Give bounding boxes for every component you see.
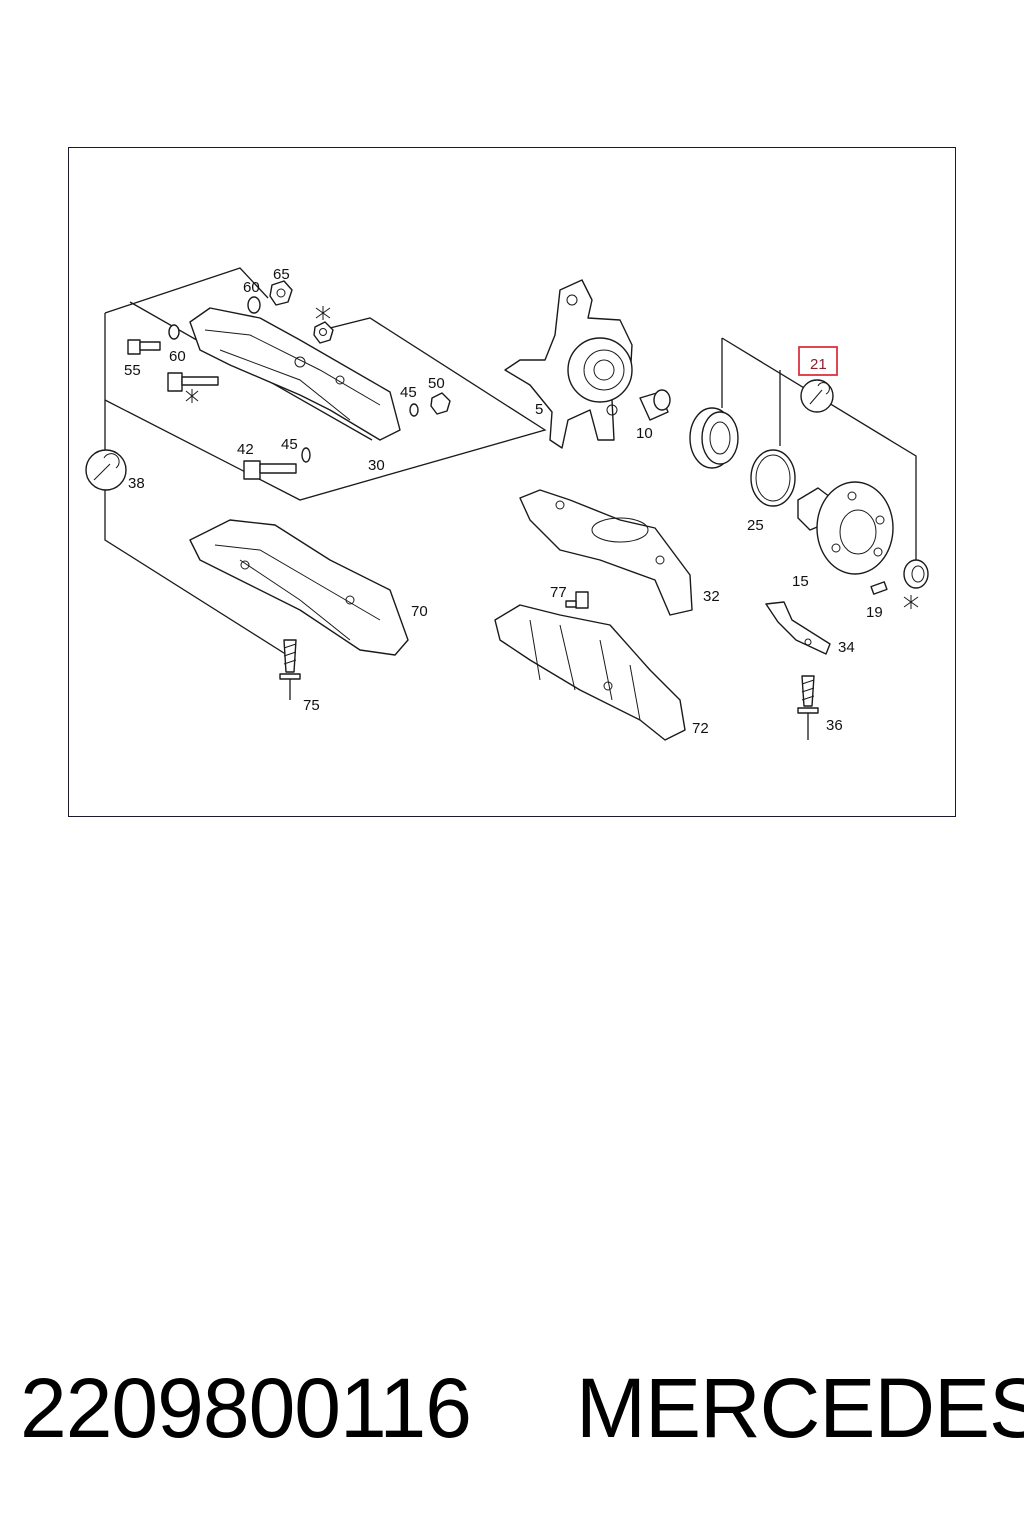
callout-5: 5 [535,401,543,418]
wheel-bearing [689,407,739,469]
wheel-hub-15 [797,481,894,575]
bolt-42 [243,447,311,480]
washer-60-top [247,296,261,314]
callout-60: 60 [169,348,186,365]
callout-45: 45 [400,384,417,401]
callout-70: 70 [411,603,428,620]
wheel-carrier-5 [504,279,633,449]
callout-labels: 65 60 60 55 45 50 42 45 30 38 5 10 21 25… [124,266,883,737]
nut-upper [313,321,334,344]
callout-42: 42 [237,441,254,458]
callout-72: 72 [692,720,709,737]
highlight-box-21 [798,346,838,376]
washer-60 [168,324,180,340]
callout-32: 32 [703,588,720,605]
callout-10: 10 [636,425,653,442]
screw-75 [279,639,301,700]
callout-55: 55 [124,362,141,379]
callout-19: 19 [866,604,883,621]
callout-25: 25 [747,517,764,534]
callout-45-lower: 45 [281,436,298,453]
callout-60-top: 60 [243,279,260,296]
callout-15: 15 [792,573,809,590]
hub-nut [903,559,929,589]
brand-name: MERCEDES [576,1361,1024,1455]
wrench-icon-21 [800,379,834,413]
right-group-outline [721,337,917,560]
underbody-cover-72 [494,604,686,741]
bracket-34 [765,601,831,655]
part-number: 2209800116 [20,1361,472,1455]
callout-65: 65 [273,266,290,283]
screw-36 [797,675,819,740]
pin-19 [870,581,888,595]
callout-34: 34 [838,639,855,656]
rear-axle-carrier-30 [189,307,401,441]
callout-77: 77 [550,584,567,601]
snap-ring-25 [750,449,796,507]
nut-50 [430,392,451,415]
callout-75: 75 [303,697,320,714]
callout-30: 30 [368,457,385,474]
long-bolt [167,372,219,392]
side-member-70 [189,519,409,656]
nut-65 [269,280,293,306]
footer: 2209800116 MERCEDES [20,1360,1024,1470]
bushing-10 [639,389,671,421]
callout-50: 50 [428,375,445,392]
callout-21: 21 [810,356,827,373]
bolt-77 [565,591,589,609]
control-arm-32 [519,489,693,616]
bolt-55 [127,339,161,355]
wrench-icon [85,449,127,491]
callout-38: 38 [128,475,145,492]
exploded-parts-diagram: 65 60 60 55 45 50 42 45 30 38 5 10 21 25… [85,266,929,741]
cross-symbol-icon [185,306,919,609]
washer-45 [409,403,419,417]
callout-36: 36 [826,717,843,734]
